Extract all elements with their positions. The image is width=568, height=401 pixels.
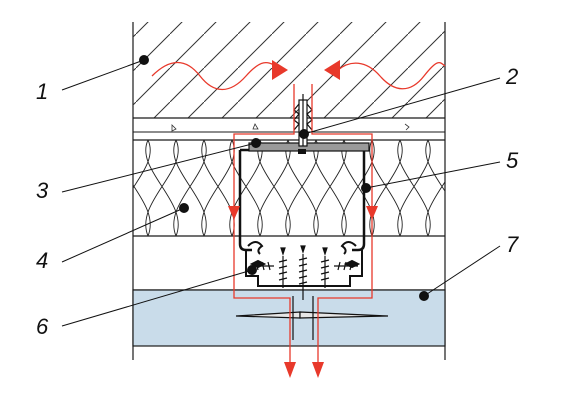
heat-flow: [151, 62, 446, 362]
insulation-fiber: [257, 140, 291, 236]
heat-arrow-in-left: [272, 60, 288, 80]
callout-number-6: 6: [36, 314, 49, 339]
callout-leaders: [61, 55, 501, 327]
heat-path-right: [311, 84, 373, 214]
heat-arrowheads: [228, 60, 378, 378]
insulation-fiber: [397, 140, 431, 236]
heat-arrow-in-right: [324, 60, 340, 80]
screw-right: [320, 247, 330, 288]
heat-path-left: [233, 84, 295, 214]
insulation-fiber: [173, 140, 207, 236]
insulation-fiber: [201, 140, 235, 236]
leader-6: [61, 265, 257, 327]
insulation-fiber: [369, 140, 403, 236]
insulation-fiber: [454, 140, 487, 236]
screw-mid: [298, 245, 308, 300]
heat-wave-right: [337, 62, 446, 90]
leader-5: [361, 161, 501, 193]
heat-arrow-down-left: [228, 206, 240, 220]
insulation: [133, 139, 487, 237]
callout-number-1: 1: [36, 79, 48, 104]
leader-3: [61, 138, 261, 193]
insulation-fiber: [285, 140, 319, 236]
insulation-fiber: [145, 140, 179, 236]
wall: [133, 22, 445, 119]
callout-number-5: 5: [506, 148, 519, 173]
heat-path-lower: [233, 214, 373, 362]
leader-7: [419, 245, 501, 301]
insulation-fiber: [133, 140, 151, 189]
rivets: [235, 296, 389, 340]
insulation-fiber: [425, 140, 445, 192]
insulation-fiber: [369, 140, 403, 236]
callout-number-7: 7: [506, 232, 519, 257]
insulation-fiber: [397, 140, 431, 236]
insulation-fiber: [313, 140, 347, 236]
leader-2: [299, 77, 501, 139]
callout-number-4: 4: [36, 248, 48, 273]
thermal-pad: [248, 142, 370, 154]
screw-side-right: [334, 261, 358, 271]
insulation-fiber: [173, 140, 207, 236]
insulation-fiber: [285, 140, 319, 236]
insulation-fiber: [133, 184, 151, 236]
insulation-fiber: [341, 140, 375, 236]
leader-4: [61, 203, 189, 263]
insulation-fiber: [454, 140, 487, 236]
callout-number-2: 2: [505, 64, 518, 89]
heat-arrow-out-right: [312, 362, 324, 378]
insulation-fiber: [201, 140, 235, 236]
screw-left: [278, 247, 288, 288]
heat-wave-left: [151, 62, 277, 91]
insulation-fiber: [313, 140, 347, 236]
insulation-fiber: [425, 181, 445, 236]
heat-arrow-out-left: [284, 362, 296, 378]
render-layer: [133, 123, 445, 133]
callout-number-3: 3: [36, 178, 49, 203]
leader-1: [61, 55, 149, 91]
callout-numbers: 1 2 3 4 5 6 7: [36, 64, 519, 339]
insulation-fiber: [145, 140, 179, 236]
heat-arrow-down-right: [366, 206, 378, 220]
insulation-fiber: [257, 140, 291, 236]
